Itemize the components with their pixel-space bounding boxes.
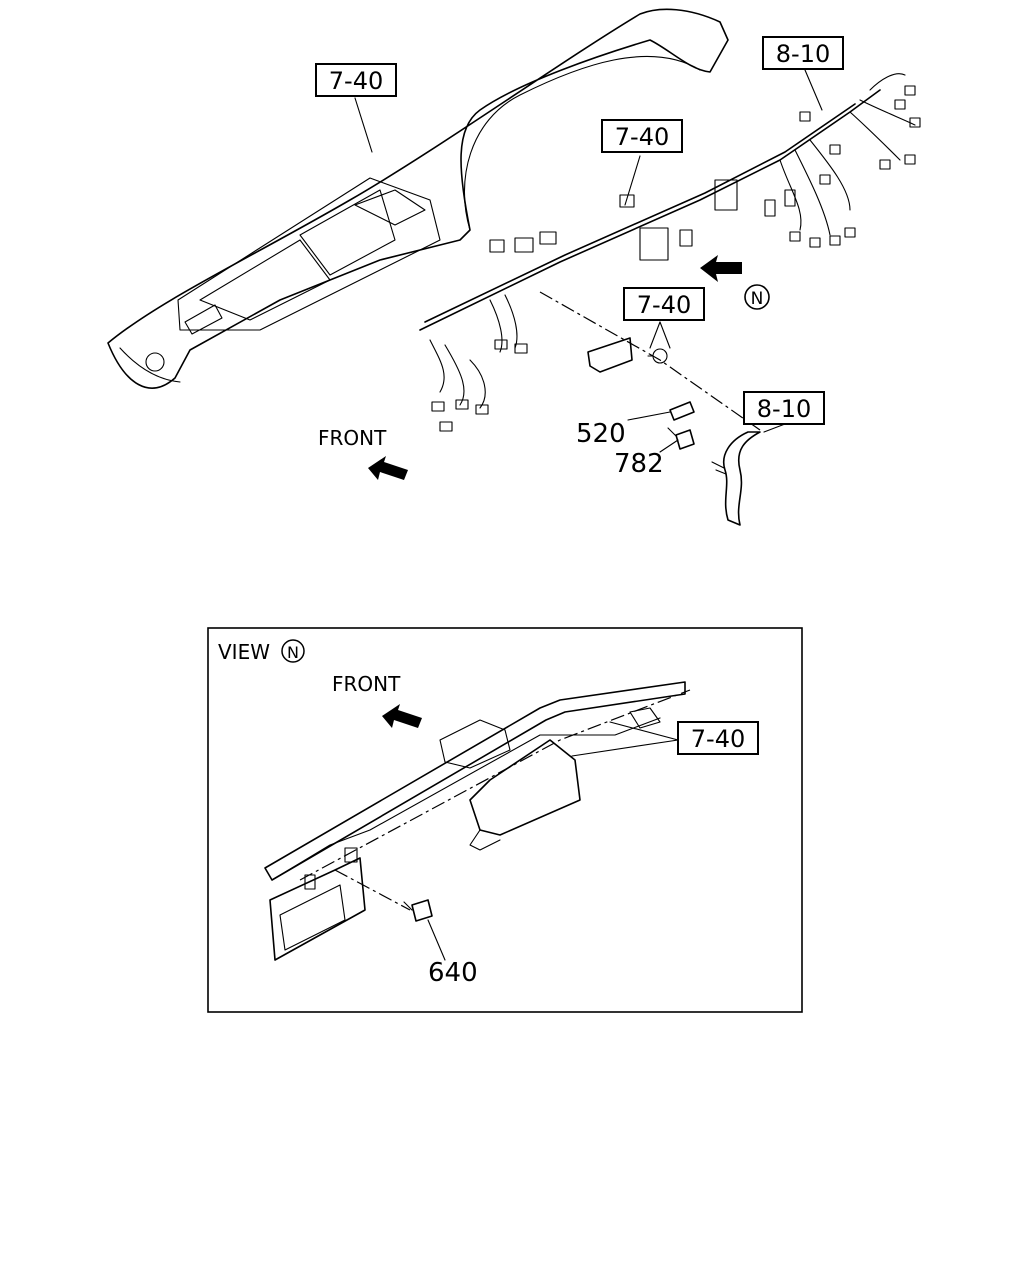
part-number-640: 640 (428, 958, 478, 988)
dashboard-panel (107, 8, 729, 389)
view-arrow-icon (700, 255, 742, 282)
callout-label: 7-40 (329, 67, 383, 95)
view-n-detail: VIEW N FRONT 7-40 (207, 627, 803, 1013)
callout-label: 8-10 (776, 40, 830, 68)
part-number-782: 782 (614, 449, 664, 479)
part-640-bolt (403, 899, 433, 922)
view-title-marker-icon: N (281, 639, 305, 663)
view-title-marker-label: N (287, 643, 299, 662)
sub-harness (723, 431, 761, 526)
callout-label: 8-10 (757, 395, 811, 423)
callout-8-10-top: 8-10 (762, 36, 844, 70)
instrument-harness (419, 73, 921, 432)
part-520 (669, 401, 695, 421)
top-exploded-view: 7-40 7-40 8-10 7-40 8-10 520 782 FRONT N (107, 8, 921, 526)
view-front-arrow-icon (382, 704, 422, 728)
front-arrow-icon (368, 456, 408, 480)
view-marker-label: N (751, 289, 764, 309)
front-label: FRONT (318, 426, 387, 450)
callout-7-40-harness: 7-40 (601, 119, 683, 153)
callout-7-40-bracket: 7-40 (623, 287, 705, 321)
part-782-bolt (667, 427, 695, 450)
part-number-520: 520 (576, 419, 626, 449)
view-frame (207, 627, 803, 1013)
view-callout-7-40: 7-40 (677, 721, 759, 755)
view-front-label: FRONT (332, 672, 401, 696)
bracket-clip (652, 348, 668, 364)
callout-label: 7-40 (691, 725, 745, 753)
callout-8-10-sub: 8-10 (743, 391, 825, 425)
view-title: VIEW (218, 640, 270, 664)
harness-bracket (587, 337, 633, 373)
view-marker-n-icon: N (744, 284, 770, 310)
callout-label: 7-40 (637, 291, 691, 319)
callout-7-40-dash: 7-40 (315, 63, 397, 97)
callout-label: 7-40 (615, 123, 669, 151)
